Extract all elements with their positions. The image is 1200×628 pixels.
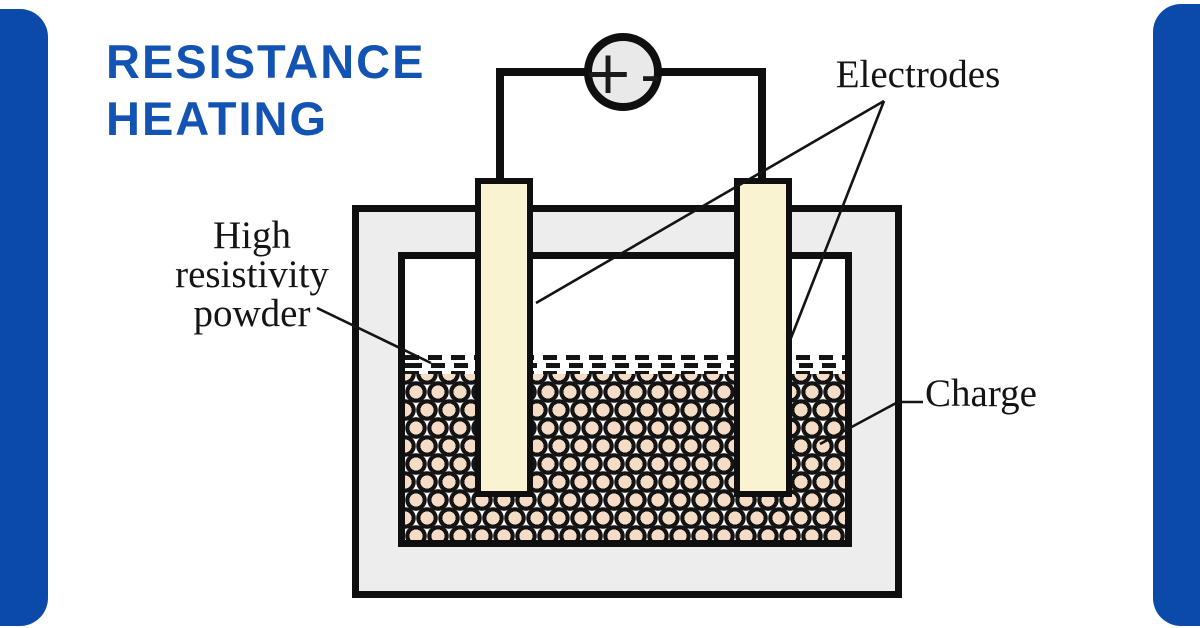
wire-right-vertical: [758, 68, 766, 184]
charge-label: Charge: [925, 372, 1037, 415]
page-title: RESISTANCE HEATING: [106, 33, 425, 147]
powder-label-line2: resistivity: [175, 253, 329, 296]
powder-label: High resistivity powder: [143, 216, 361, 333]
electrodes-label: Electrodes: [835, 53, 1001, 96]
powder-label-line3: powder: [193, 292, 311, 335]
page-title-line2: HEATING: [106, 92, 329, 145]
wire-right-horizontal: [654, 68, 766, 76]
wire-left-vertical: [496, 68, 504, 184]
powder-dash-row: [405, 355, 845, 360]
wire-left-horizontal: [500, 68, 592, 76]
page-title-line1: RESISTANCE: [106, 35, 426, 88]
resistivity-powder-layer: [405, 355, 845, 379]
left-electrode: [475, 178, 533, 497]
powder-dash-row: [405, 371, 845, 376]
right-accent-bar: [1153, 4, 1200, 626]
powder-label-line1: High: [213, 214, 291, 257]
left-accent-bar: [0, 9, 48, 626]
minus-terminal-symbol: -: [640, 40, 662, 110]
plus-terminal-symbol: +: [582, 38, 634, 108]
powder-dash-row: [405, 363, 845, 368]
right-electrode: [734, 178, 792, 497]
